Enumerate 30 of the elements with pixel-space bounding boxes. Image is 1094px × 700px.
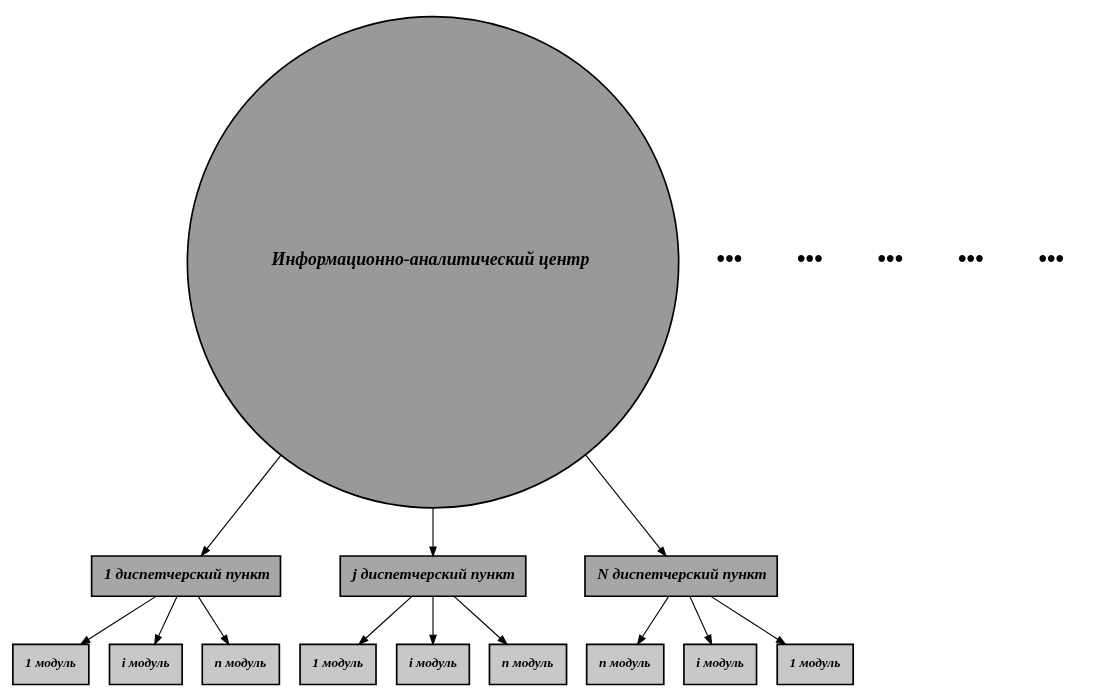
node-box: i модуль [108, 642, 183, 685]
label: ••• [796, 244, 823, 272]
label: ••• [877, 244, 904, 272]
node-box: i модуль [683, 642, 758, 685]
label: ••• [716, 244, 743, 272]
arrow [79, 595, 157, 645]
node-box: 1 модуль [776, 642, 855, 685]
arrow [200, 454, 282, 557]
node-box: 1 модуль [299, 642, 377, 685]
node-box: N диспетчерский пункт [584, 554, 779, 597]
arrow [154, 595, 178, 646]
node-box: j диспетчерский пункт [339, 554, 527, 597]
label: ••• [957, 244, 984, 272]
label: ••• [1038, 244, 1064, 272]
arrow [197, 595, 230, 646]
arrow [689, 595, 713, 646]
node-box: 1 модуль [12, 642, 90, 685]
arrow [429, 595, 437, 646]
node-circle: Информационно-аналитический центр [186, 15, 680, 509]
arrow [357, 595, 413, 645]
node-box: 1 диспетчерский пункт [90, 554, 282, 597]
node-box: n модуль [585, 642, 665, 685]
node-box: n модуль [488, 642, 568, 685]
arrow [710, 595, 787, 645]
node-box: n модуль [201, 642, 281, 685]
node-box: i модуль [395, 642, 471, 685]
arrow [636, 595, 670, 646]
arrow [453, 595, 509, 645]
arrow [429, 507, 437, 558]
arrow [585, 453, 668, 557]
